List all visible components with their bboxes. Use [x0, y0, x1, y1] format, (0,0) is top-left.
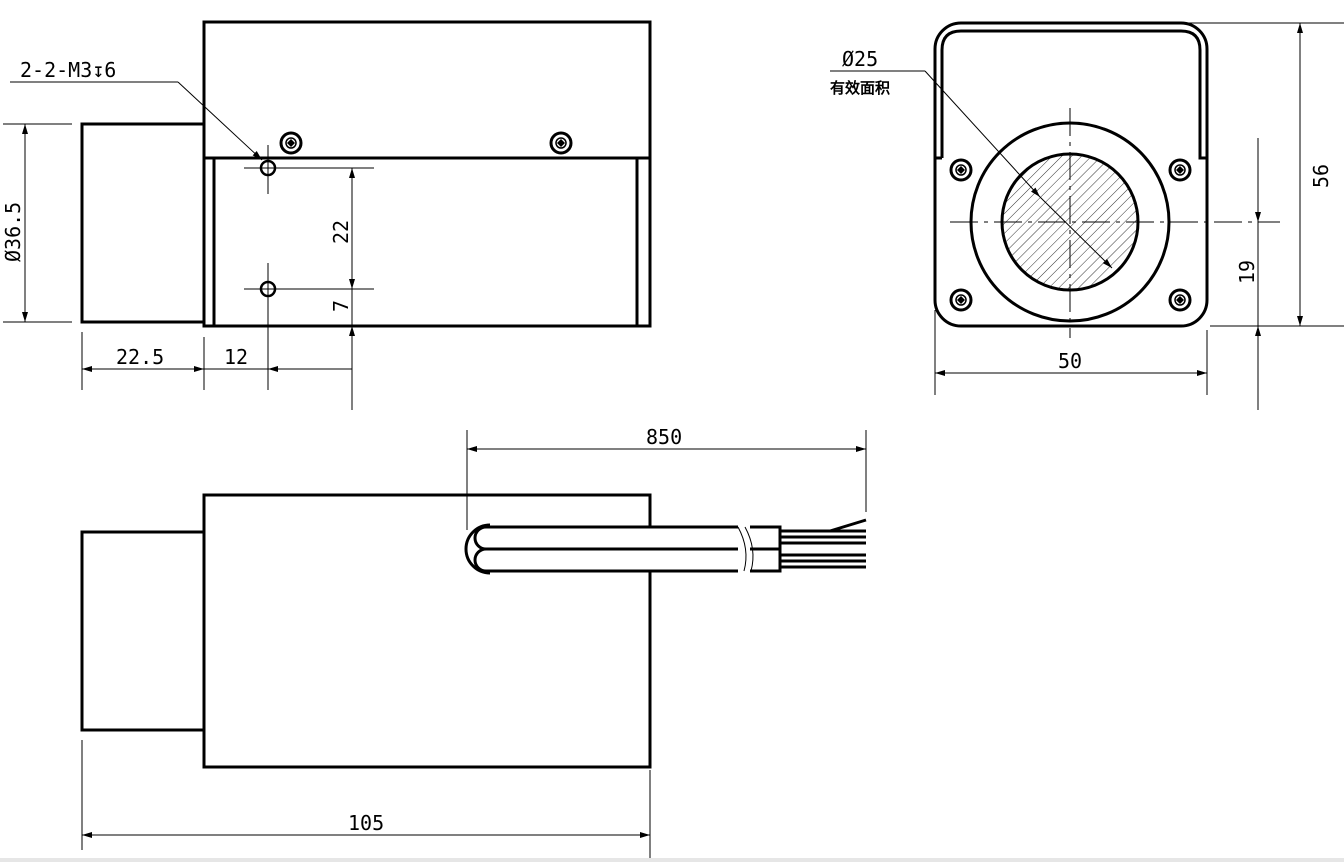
thread-callout: 2-2-M3↧6 — [20, 58, 116, 82]
aperture-note: 有效面积 — [830, 79, 890, 97]
housing-outline — [933, 21, 1209, 328]
lens-cylinder — [80, 122, 206, 324]
screw-icon — [949, 288, 973, 312]
dim-front-length: 22.5 — [116, 345, 164, 369]
screw-icon — [279, 131, 303, 155]
cable — [464, 518, 867, 575]
screw-icon — [549, 131, 573, 155]
dim-width: 50 — [1058, 349, 1082, 373]
aperture-callout: Ø25 — [842, 47, 878, 71]
lens-cylinder — [80, 530, 206, 732]
dim-cable-length: 850 — [646, 425, 682, 449]
dim-height: 56 — [1309, 164, 1333, 188]
bottom-view: 850 105 — [80, 425, 867, 858]
dim-total-length: 105 — [348, 811, 384, 835]
side-view: 2-2-M3↧6 Ø36.5 22.5 12 22 7 — [1, 20, 652, 410]
screw-icon — [1168, 158, 1192, 182]
dim-hole-bottom: 7 — [329, 300, 353, 312]
dim-hole-offset: 12 — [224, 345, 248, 369]
bottom-strip — [0, 858, 1344, 862]
dim-diameter: Ø36.5 — [1, 202, 25, 262]
dim-center-height: 19 — [1235, 260, 1259, 284]
dim-hole-spacing: 22 — [329, 220, 353, 244]
front-view: Ø25 有效面积 56 19 50 — [830, 21, 1344, 410]
screw-icon — [949, 158, 973, 182]
screw-icon — [1168, 288, 1192, 312]
